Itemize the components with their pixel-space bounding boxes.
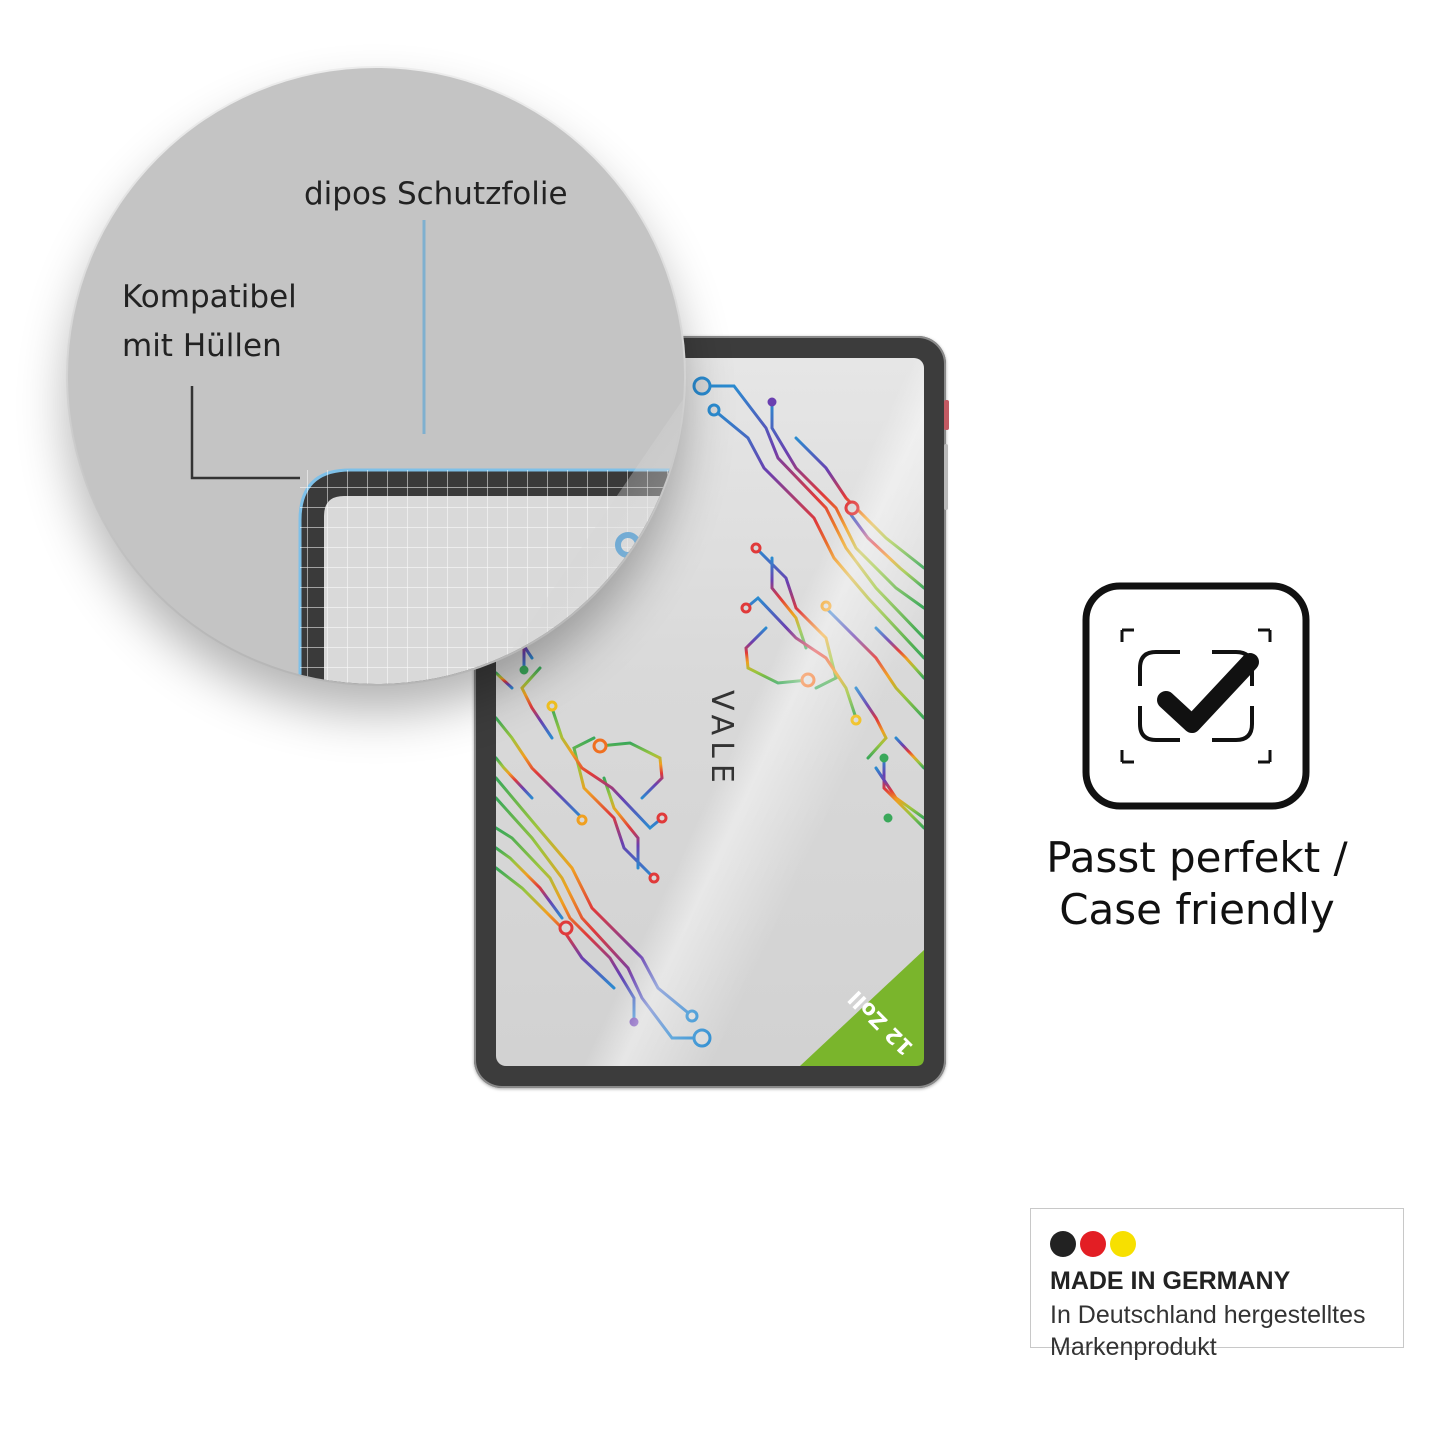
zoom-subtitle: Kompatibel mit Hüllen	[122, 273, 297, 371]
zoom-title: dipos Schutzfolie	[304, 176, 568, 212]
feature-caption-line1: Passt perfekt /	[1046, 833, 1348, 882]
badge-text: In Deutschland hergestelltes Markenprodu…	[1050, 1299, 1365, 1363]
zoom-detail	[190, 220, 684, 684]
tablet-volume-button	[944, 444, 948, 510]
feature-caption: Passt perfekt / Case friendly	[1000, 832, 1394, 936]
size-ribbon	[800, 950, 924, 1066]
flag-dot-black	[1050, 1231, 1076, 1257]
made-in-germany-badge: MADE IN GERMANY In Deutschland hergestel…	[1030, 1208, 1404, 1361]
case-fit-check-icon	[1082, 582, 1310, 810]
size-ribbon-shape	[800, 950, 924, 1066]
brand-logo: VALE	[704, 690, 739, 789]
zoom-callout: dipos Schutzfolie Kompatibel mit Hüllen	[68, 68, 684, 684]
badge-text-line1: In Deutschland hergestelltes	[1050, 1301, 1366, 1329]
zoom-subtitle-line2: mit Hüllen	[122, 328, 282, 364]
tablet-side-button	[944, 400, 949, 430]
feature-caption-line2: Case friendly	[1059, 885, 1335, 934]
flag-dot-red	[1080, 1231, 1106, 1257]
badge-text-line2: Markenprodukt	[1050, 1333, 1217, 1361]
badge-title: MADE IN GERMANY	[1050, 1267, 1291, 1295]
zoom-subtitle-line1: Kompatibel	[122, 279, 297, 315]
flag-dot-gold	[1110, 1231, 1136, 1257]
